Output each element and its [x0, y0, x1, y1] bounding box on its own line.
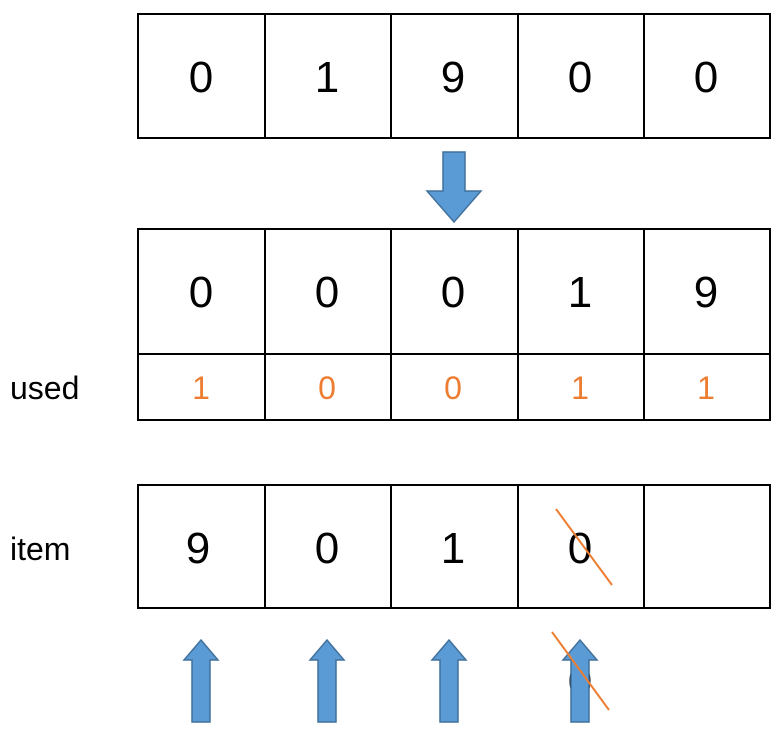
down-arrow-icon — [425, 151, 483, 224]
used-cell-0: 1 — [192, 370, 210, 406]
item-array-border — [137, 484, 771, 609]
item-cell-1: 0 — [315, 524, 339, 573]
input-array-border — [137, 13, 771, 139]
sorted-array: 0 0 0 1 9 1 0 0 1 1 — [137, 228, 771, 421]
item-array: 9 0 1 0 — [137, 484, 771, 609]
input-cell-0: 0 — [189, 53, 213, 102]
item-label: item — [10, 531, 70, 567]
sorted-array-border — [137, 228, 771, 421]
up-arrow-icon — [308, 638, 346, 723]
sorted-cell-2: 0 — [441, 268, 465, 317]
pointer-strike — [551, 631, 610, 711]
sorted-cell-1: 0 — [315, 268, 339, 317]
up-arrow-icon — [182, 638, 220, 723]
input-array: 0 1 9 0 0 — [137, 13, 771, 139]
used-cell-1: 0 — [318, 370, 336, 406]
used-label: used — [10, 370, 79, 406]
sorted-cell-4: 9 — [694, 268, 718, 317]
input-cell-2: 9 — [441, 53, 465, 102]
input-cell-4: 0 — [694, 53, 718, 102]
up-arrow-icon — [561, 638, 599, 723]
used-cell-3: 1 — [571, 370, 589, 406]
used-cell-4: 1 — [697, 370, 715, 406]
input-cell-1: 1 — [315, 53, 339, 102]
item-cell-3-strike — [555, 508, 613, 586]
item-cell-2: 1 — [441, 524, 465, 573]
sorted-cell-3: 1 — [568, 268, 592, 317]
sorted-cell-0: 0 — [189, 268, 213, 317]
item-cell-0: 9 — [186, 524, 210, 573]
input-cell-3: 0 — [568, 53, 592, 102]
used-cell-2: 0 — [444, 370, 462, 406]
up-arrow-icon — [430, 638, 468, 723]
